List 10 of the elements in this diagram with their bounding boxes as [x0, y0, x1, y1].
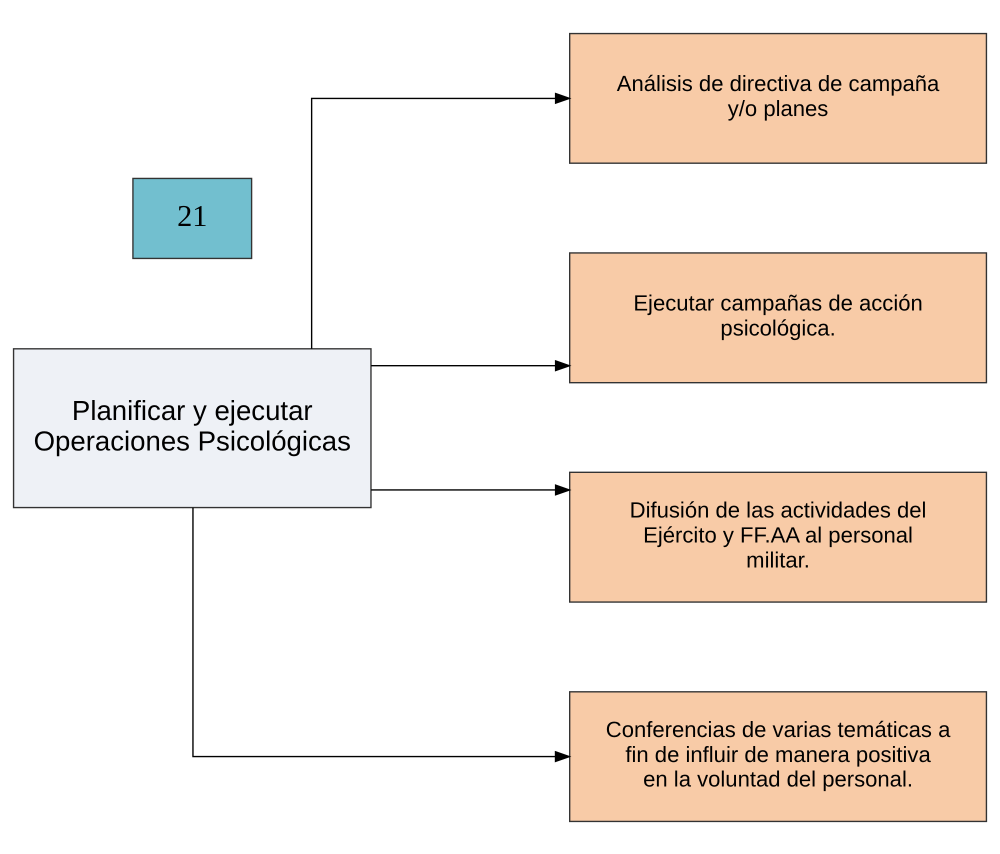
node-box: Difusión de las actividades del Ejército y FF.AA al personal militar. — [569, 471, 988, 602]
arrow — [371, 484, 572, 496]
arrow — [192, 507, 572, 762]
node-box: Planificar y ejecutar Operaciones Psicológicas — [12, 348, 372, 508]
arrow — [371, 359, 572, 372]
arrow — [310, 92, 572, 348]
node-box: Ejecutar campañas de acción psicológica. — [569, 252, 988, 383]
node-box: Conferencias de varias temáticas a fin de influir de manera positiva en la voluntad del personal. — [569, 690, 988, 822]
node-box: Análisis de directiva de campaña y/o planes — [569, 32, 988, 164]
node-box: 21 — [132, 177, 252, 259]
